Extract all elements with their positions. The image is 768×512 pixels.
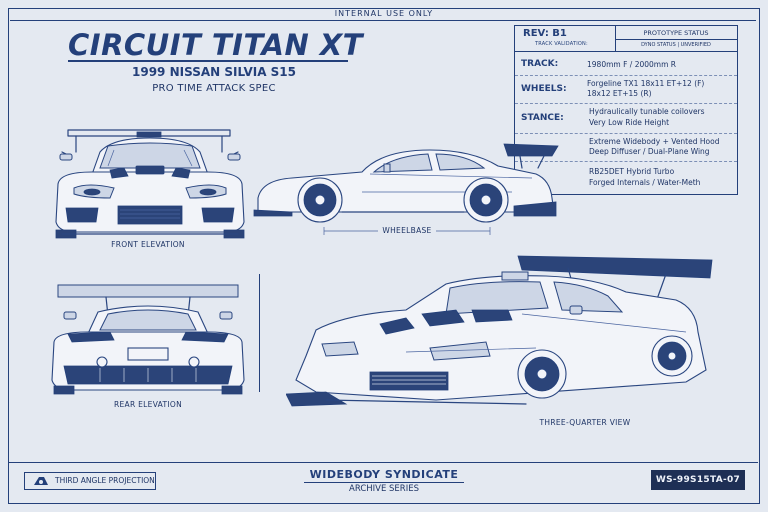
wheelbase-label: WHEELBASE xyxy=(382,226,432,235)
wheelbase-dimension-line xyxy=(323,227,491,235)
brand-name: WIDEBODY SYNDICATE xyxy=(309,468,459,481)
spec-label: TRACK: xyxy=(521,59,559,69)
spec-value: Extreme Widebody + Vented Hood xyxy=(589,137,720,146)
spec-value: Very Low Ride Height xyxy=(589,118,670,127)
spec-row-wheels: WHEELS: Forgeline TX1 18x11 ET+12 (F) 18… xyxy=(515,75,737,104)
page-title: CIRCUIT TITAN XT xyxy=(68,28,363,62)
spec-value: Forgeline TX1 18x11 ET+12 (F) xyxy=(587,79,705,88)
drawing-code-badge: WS-99S15TA-07 xyxy=(651,470,745,490)
front-elevation-caption: FRONT ELEVATION xyxy=(111,240,185,249)
title-underline xyxy=(68,60,348,62)
spec-row-engine: RB25DET Hybrid Turbo Forged Internals / … xyxy=(515,161,737,193)
wheelbase-dimension: WHEELBASE xyxy=(322,226,492,235)
footer-divider xyxy=(8,462,758,463)
rear-elevation-drawing xyxy=(51,284,245,395)
side-profile-drawing xyxy=(253,143,559,223)
spec-value: RB25DET Hybrid Turbo xyxy=(589,167,675,176)
header-divider xyxy=(615,26,616,51)
rear-elevation-caption: REAR ELEVATION xyxy=(113,400,183,409)
spec-row-stance: STANCE: Hydraulically tunable coilovers … xyxy=(515,103,737,134)
track-validation-label: TRACK VALIDATION: xyxy=(535,41,588,47)
front-elevation-drawing xyxy=(55,129,245,239)
spec-value: Hydraulically tunable coilovers xyxy=(589,107,705,116)
revision-label: REV: B1 xyxy=(523,28,567,39)
inner-border xyxy=(10,20,756,501)
spec-line: PRO TIME ATTACK SPEC xyxy=(152,83,276,94)
projection-icon xyxy=(34,477,48,485)
dyno-status: DYNO STATUS | UNVERIFIED xyxy=(641,42,711,48)
spec-table: REV: B1 TRACK VALIDATION: PROTOTYPE STAT… xyxy=(514,25,738,195)
brand-underline xyxy=(304,482,464,483)
spec-value: Forged Internals / Water-Meth xyxy=(589,178,701,187)
spec-row-track: TRACK: 1980mm F / 2000mm R xyxy=(515,51,737,76)
three-quarter-caption: THREE-QUARTER VIEW xyxy=(539,418,631,427)
view-divider xyxy=(259,274,260,392)
series-label: ARCHIVE SERIES xyxy=(349,484,419,494)
prototype-status: PROTOTYPE STATUS xyxy=(615,27,737,40)
projection-label: THIRD ANGLE PROJECTION xyxy=(55,476,155,485)
spec-value: Deep Diffuser / Dual-Plane Wing xyxy=(589,147,710,156)
spec-table-header: REV: B1 TRACK VALIDATION: PROTOTYPE STAT… xyxy=(515,26,737,52)
drawing-border xyxy=(8,8,760,504)
spec-label: STANCE: xyxy=(521,113,564,123)
spec-value: 18x12 ET+15 (R) xyxy=(587,89,652,98)
three-quarter-drawing xyxy=(286,255,713,407)
internal-use-note: INTERNAL USE ONLY xyxy=(334,9,434,18)
projection-box: THIRD ANGLE PROJECTION xyxy=(24,472,156,490)
spec-value: 1980mm F / 2000mm R xyxy=(587,60,676,69)
vehicle-model: 1999 NISSAN SILVIA S15 xyxy=(132,65,296,79)
spec-label: WHEELS: xyxy=(521,84,567,94)
spec-row-body: Extreme Widebody + Vented Hood Deep Diff… xyxy=(515,133,737,162)
